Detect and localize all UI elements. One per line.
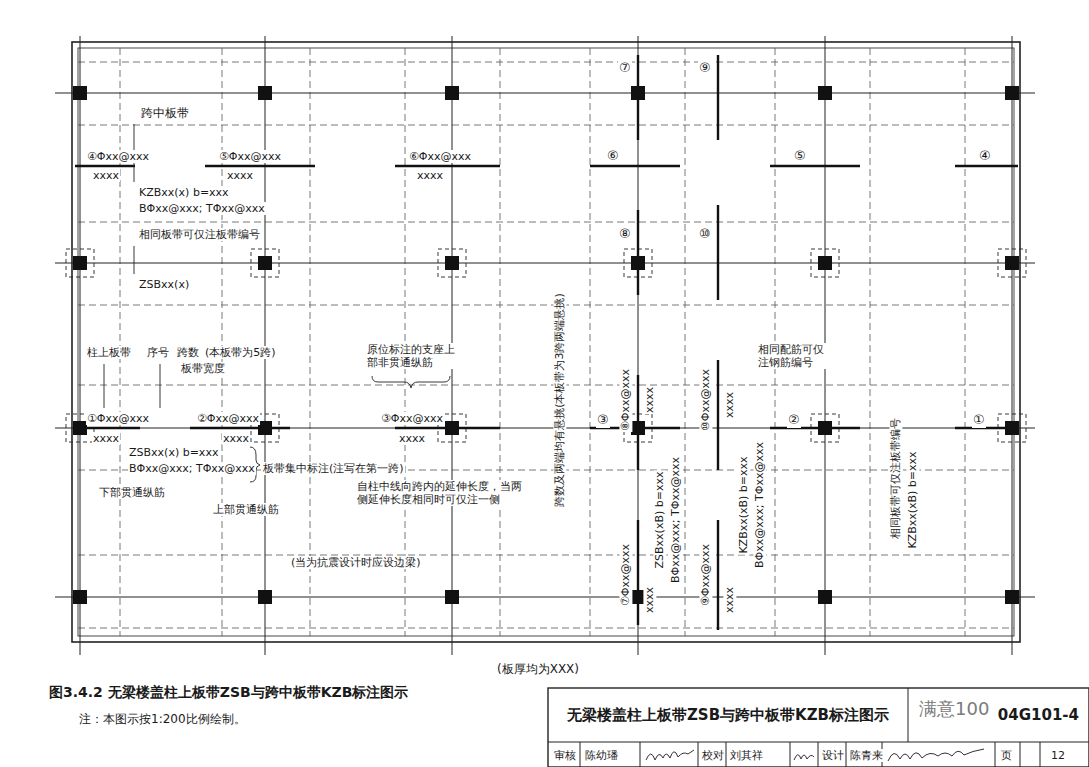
annotation-text: ④ [978,148,992,164]
annotation-text: xxxx [92,432,120,445]
rotated-annotation: 相同板带可仅注板带编号 [889,417,902,540]
annotation-text: 注：本图示按1:200比例绘制。 [78,712,247,726]
rotated-annotation: xxxx [723,391,736,419]
annotation-text: 柱上板带 [86,346,132,359]
annotation-text: 刘其祥 [729,749,764,762]
annotation-text: 下部贯通纵筋 [98,486,166,499]
rotated-annotation: ⑦Φxx@xxx [619,543,632,607]
rotated-annotation: ⑧Φxx@xxx [619,368,632,432]
annotation-text: ⑤ [793,148,807,164]
annotation-text: ⑩ [698,226,712,242]
annotation-text: xxxx [222,432,250,445]
annotation-text: ⑤Φxx@xxx [218,150,282,163]
annotation-text: ⑨ [698,60,712,76]
annotation-text: 跨中板带 [140,106,190,120]
annotation-text: xxxx [226,169,254,182]
annotation-text: xxxx [398,432,426,445]
annotation-text: ⑥ [606,148,620,164]
rotated-annotation: ZSBxx(xB) b=xxx [653,471,666,570]
annotation-text: ZSBxx(x) [138,278,190,291]
rotated-annotation: 跨数及两端均有悬挑(本板带为3跨两端悬挑) [553,292,566,508]
rotated-annotation: ⑨Φxx@xxx [699,543,712,607]
annotation-text: 板带集中标注(注写在第一跨) [262,462,405,475]
rotated-annotation: ⑩Φxx@xxx [699,368,712,432]
annotation-text: ③Φxx@xxx [380,412,444,425]
annotation-text: BΦxx@xxx; TΦxx@xxx [128,462,256,475]
annotation-text: 序号 [146,346,170,359]
annotation-text: ① [972,412,986,428]
title-block-cell: 04G101-4 [908,688,1089,742]
annotation-text: (当为抗震设计时应设边梁) [290,556,422,569]
annotation-text: ④Φxx@xxx [86,150,150,163]
annotation-text: 原位标注的支座上部非贯通纵筋 [366,343,460,369]
rotated-annotation: xxxx [643,386,656,414]
annotation-text: 设计 [821,749,845,762]
annotation-text: 相同配筋可仅注钢筋编号 [757,343,829,369]
annotation-text: 自柱中线向跨内的延伸长度，当两侧延伸长度相同时可仅注一侧 [356,480,523,506]
rotated-annotation: BΦxx@xxx; TΦxx@xxx [669,456,682,584]
annotation-text: ③ [596,412,610,428]
annotation-text: 满意100 [918,698,990,720]
annotation-text: ①Φxx@xxx [86,412,150,425]
annotation-text: 校对 [701,749,725,762]
annotation-text: xxxx [416,169,444,182]
annotation-text: KZBxx(x) b=xxx [138,186,230,199]
annotation-text: ⑥Φxx@xxx [408,150,472,163]
annotation-text: 上部贯通纵筋 [212,503,280,516]
annotation-text: 12 [1050,749,1066,762]
annotation-text: (本板带为5跨) [204,346,277,359]
annotation-text: ②Φxx@xxx [196,412,260,425]
annotation-text: 相同板带可仅注板带编号 [138,228,261,241]
title-text: 无梁楼盖柱上板带ZSB与跨中板带KZB标注图示 [567,706,889,725]
annotation-text: ② [787,412,801,428]
annotation-text: xxxx [92,169,120,182]
annotation-text: 页 [1000,749,1013,762]
rotated-annotation: xxxx [643,586,656,614]
rotated-annotation: KZBxx(xB) b=xxx [906,450,919,549]
annotation-text: 审核 [553,749,577,762]
annotation-text: 陈青来 [849,749,884,762]
annotation-text: ⑧ [618,226,632,242]
figure-caption: 图3.4.2 无梁楼盖柱上板带ZSB与跨中板带KZB标注图示 [48,684,409,701]
annotation-text: ZSBxx(x) b=xxx [128,446,219,459]
annotation-text: 跨数 [176,346,200,359]
annotation-text: ⑦ [618,60,632,76]
annotation-text: 陈幼璠 [584,749,619,762]
title-block-cell: 无梁楼盖柱上板带ZSB与跨中板带KZB标注图示 [548,688,908,742]
annotation-text: 板带宽度 [180,362,226,375]
rotated-annotation: KZBxx(xB) b=xxx [737,455,750,554]
annotation-text: BΦxx@xxx; TΦxx@xxx [138,202,266,215]
title-text: 04G101-4 [998,706,1079,724]
rotated-annotation: BΦxx@xxx; TΦxx@xxx [753,441,766,569]
annotation-text: (板厚均为XXX) [496,662,580,676]
rotated-annotation: xxxx [723,586,736,614]
